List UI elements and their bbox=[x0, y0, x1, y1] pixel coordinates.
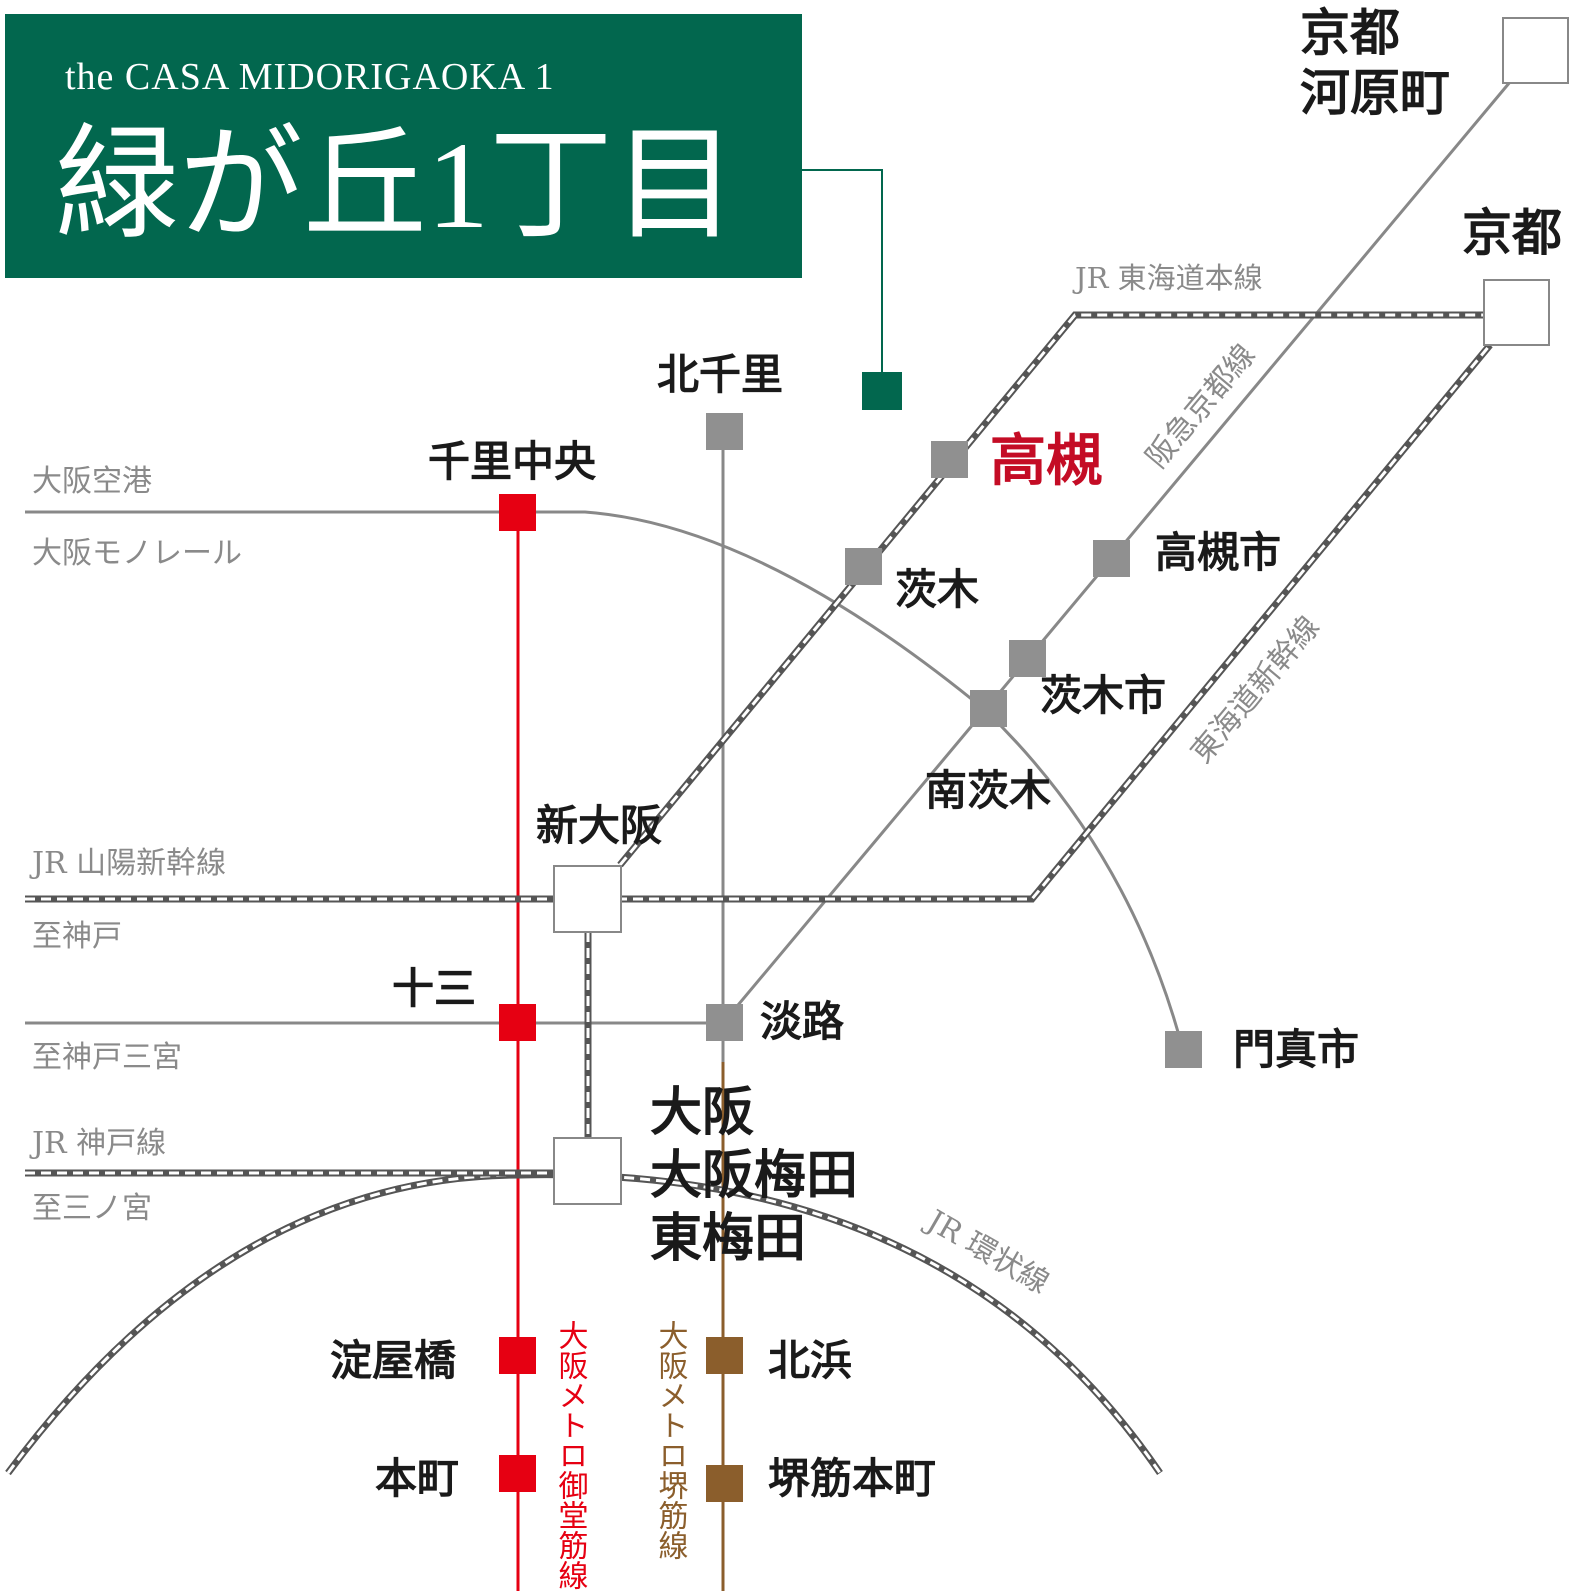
title-en: the CASA MIDORIGAOKA 1 bbox=[65, 56, 555, 98]
station-marker-awaji bbox=[706, 1004, 743, 1041]
line-shinkansen bbox=[25, 342, 1493, 903]
title-panel bbox=[5, 14, 802, 278]
label-osaka-airport: 大阪空港 bbox=[32, 464, 152, 499]
station-marker-takatsukishi bbox=[1093, 540, 1130, 577]
station-awaji: 淡路 bbox=[760, 997, 845, 1046]
station-shin-osaka: 新大阪 bbox=[536, 801, 662, 850]
station-marker-kitahama bbox=[706, 1337, 743, 1374]
station-kadomashi: 門真市 bbox=[1233, 1025, 1359, 1074]
station-honmachi: 本町 bbox=[375, 1454, 459, 1503]
label-to-kobe: 至神戸 bbox=[32, 919, 122, 954]
label-to-kobe-sannomiya: 至神戸三宮 bbox=[32, 1040, 182, 1075]
label-hankyu-kyoto: 阪急京都線 bbox=[1139, 338, 1262, 475]
property-marker bbox=[862, 372, 902, 410]
station-kitahama: 北浜 bbox=[768, 1336, 852, 1385]
label-to-sannomiya: 至三ノ宮 bbox=[32, 1191, 152, 1226]
title-ja: 緑が丘1丁目 bbox=[55, 117, 737, 254]
station-minami-ibaraki: 南茨木 bbox=[925, 766, 1051, 815]
station-box-kyoto-kawaramachi bbox=[1502, 17, 1569, 84]
station-osaka-3: 東梅田 bbox=[650, 1208, 806, 1269]
station-marker-sakaisuji-honmachi bbox=[706, 1465, 743, 1502]
station-box-kyoto bbox=[1483, 279, 1550, 346]
station-marker-takatsuki bbox=[931, 441, 968, 478]
station-kyoto-kawaramachi-2: 河原町 bbox=[1300, 63, 1450, 122]
title-pointer bbox=[802, 169, 883, 372]
station-ibaraki: 茨木 bbox=[895, 565, 979, 614]
station-marker-juso bbox=[499, 1004, 536, 1041]
station-yodoyabashi: 淀屋橋 bbox=[330, 1336, 456, 1385]
label-jr-kobe: JR 神戸線 bbox=[29, 1126, 166, 1161]
station-kitasenri: 北千里 bbox=[657, 350, 783, 399]
station-osaka-1: 大阪 bbox=[650, 1082, 754, 1143]
station-osaka-2: 大阪梅田 bbox=[650, 1145, 858, 1206]
station-marker-yodoyabashi bbox=[499, 1337, 536, 1374]
station-box-osaka bbox=[553, 1137, 622, 1205]
station-kyoto-kawaramachi-1: 京都 bbox=[1300, 3, 1400, 62]
station-marker-minami-ibaraki bbox=[970, 690, 1007, 727]
station-sakaisuji-honmachi: 堺筋本町 bbox=[768, 1454, 936, 1503]
jr-lines bbox=[5, 311, 1493, 1476]
station-takatsukishi: 高槻市 bbox=[1155, 528, 1281, 577]
label-jr-tokaido: JR 東海道本線 bbox=[1072, 261, 1263, 295]
station-marker-ibarakishi bbox=[1009, 640, 1046, 677]
label-midosuji: 大阪メトロ御堂筋線 bbox=[553, 1320, 589, 1590]
station-ibarakishi: 茨木市 bbox=[1040, 671, 1166, 720]
station-marker-kadomashi bbox=[1165, 1031, 1202, 1068]
station-marker-senri-chuo bbox=[499, 494, 536, 531]
station-marker-ibaraki bbox=[845, 548, 882, 585]
station-juso: 十三 bbox=[392, 964, 476, 1013]
station-senri-chuo: 千里中央 bbox=[428, 437, 597, 486]
station-takatsuki: 高槻 bbox=[990, 428, 1102, 494]
station-marker-kitasenri bbox=[706, 413, 743, 450]
station-marker-honmachi bbox=[499, 1455, 536, 1492]
label-osaka-monorail: 大阪モノレール bbox=[32, 536, 242, 571]
label-jr-sanyo-shinkansen: JR 山陽新幹線 bbox=[29, 846, 226, 881]
station-box-shin-osaka bbox=[553, 865, 622, 933]
label-jr-loop: JR 環状線 bbox=[918, 1202, 1054, 1301]
station-kyoto: 京都 bbox=[1462, 203, 1562, 262]
label-sakaisuji: 大阪メトロ堺筋線 bbox=[653, 1320, 689, 1560]
